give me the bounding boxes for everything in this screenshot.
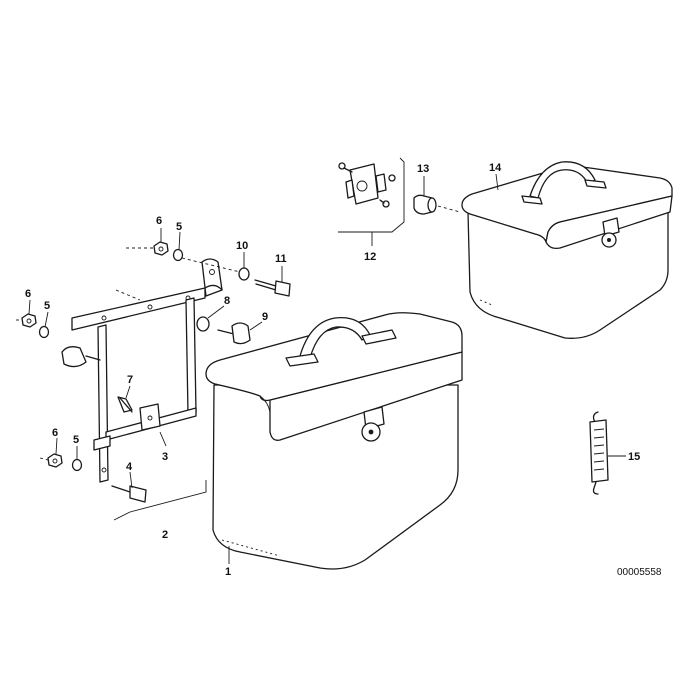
callout-5-upper: 5 [176,221,182,233]
callout-10: 10 [236,240,248,252]
knob-screw [217,322,251,345]
lock-cylinder [413,194,461,215]
carrier-frame [61,258,223,483]
washer-lower [71,458,83,472]
callout-4: 4 [126,461,133,473]
callout-5-lower: 5 [73,434,79,446]
leader-lines [28,173,626,564]
callout-3: 3 [162,451,168,463]
washer-upper [172,248,184,262]
callout-8: 8 [224,295,230,307]
washer-large [196,316,210,332]
callout-6-left: 6 [25,288,31,300]
large-case [205,312,463,570]
callout-6-lower: 6 [52,427,58,439]
diagram-reference-number: 00005558 [617,567,662,578]
callout-1: 1 [225,566,231,578]
bolt [111,485,147,503]
callout-7: 7 [127,374,133,386]
nut-upper [153,241,169,256]
nut-lower [47,453,63,468]
screw [117,396,133,413]
lock-set [338,162,396,208]
nut-left [21,313,37,328]
callout-6-upper: 6 [156,215,162,227]
callout-11: 11 [275,253,287,265]
callout-5-left: 5 [44,300,50,312]
callout-12: 12 [364,251,376,263]
callout-9: 9 [262,311,268,323]
carrier-assembly-bracket [113,480,207,521]
callout-15: 15 [628,451,640,463]
callout-2: 2 [162,529,168,541]
washer-small [238,267,250,281]
washer-left [38,325,50,339]
tension-spring [589,411,609,495]
hex-bolt [254,279,291,297]
callout-14: 14 [489,162,502,174]
callout-13: 13 [417,163,429,175]
small-case [461,161,673,339]
